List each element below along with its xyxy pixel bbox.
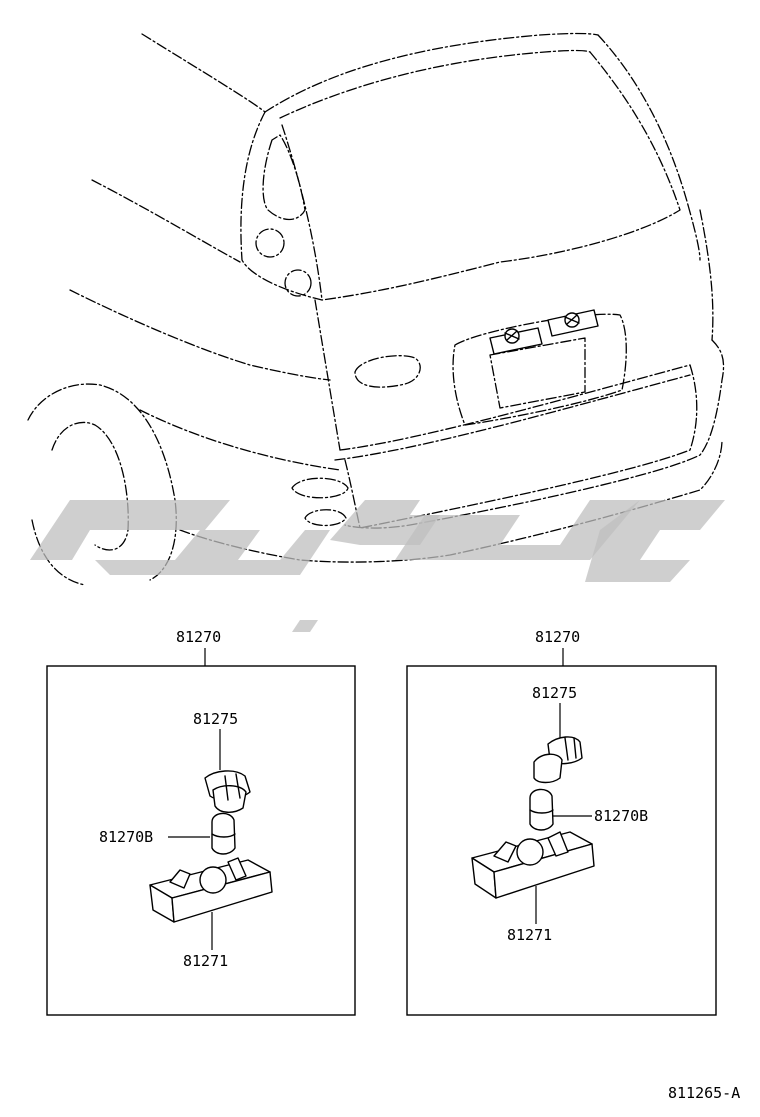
- assembly-label-left: 81270: [176, 628, 221, 646]
- socket-label-right: 81275: [532, 684, 577, 702]
- bulb-part-left: [211, 812, 236, 855]
- bulb-label-left: 81270B: [99, 828, 153, 846]
- figure-id: 811265-A: [668, 1084, 740, 1102]
- license-lamp-mounted-right: [547, 309, 599, 337]
- lamp-housing-right: [471, 831, 595, 899]
- bulb-part-right: [529, 788, 554, 831]
- socket-label-left: 81275: [193, 710, 238, 728]
- lamp-housing-left: [149, 857, 273, 923]
- assembly-box-left: 81270 81275 81270B 81271: [46, 628, 356, 1016]
- bulb-label-right: 81270B: [594, 807, 648, 825]
- housing-label-left: 81271: [183, 952, 228, 970]
- socket-part-right: [533, 736, 583, 784]
- assembly-label-right: 81270: [535, 628, 580, 646]
- watermark-logo: [30, 500, 725, 632]
- assembly-box-right: 81270 81275 81270B 81271: [406, 628, 717, 1016]
- license-lamp-mounted-left: [489, 327, 543, 355]
- socket-part-left: [204, 770, 251, 813]
- housing-label-right: 81271: [507, 926, 552, 944]
